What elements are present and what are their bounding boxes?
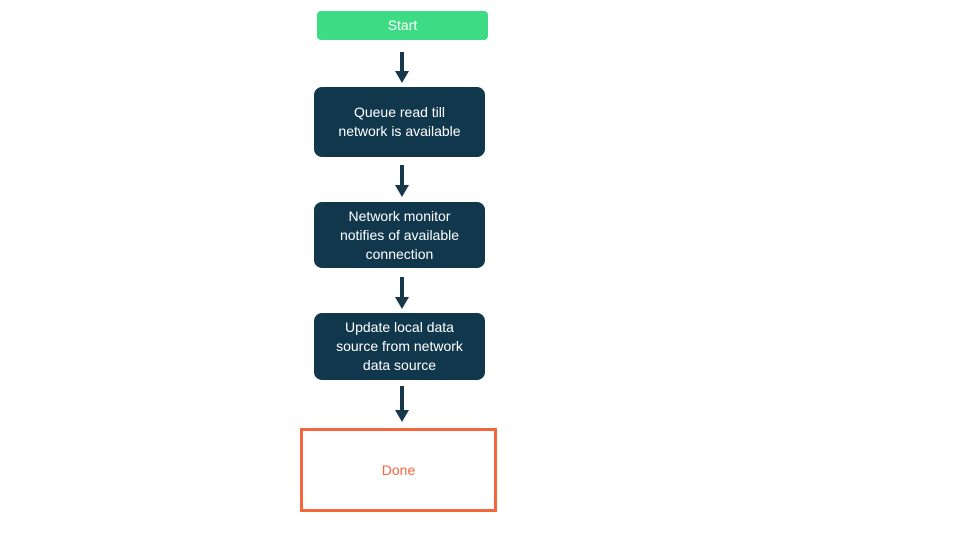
flow-node-done: Done [300, 428, 497, 512]
flow-node-queue-read-label: Queue read till network is available [338, 104, 461, 139]
arrow-head-icon [395, 297, 409, 309]
arrow-head-icon [395, 185, 409, 197]
flow-node-update-local: Update local data source from network da… [314, 313, 485, 380]
arrow-shaft [400, 386, 404, 410]
flow-node-start: Start [317, 11, 488, 40]
arrow-head-icon [395, 410, 409, 422]
down-arrow-connector-4 [395, 386, 409, 422]
flow-node-done-label: Done [381, 461, 416, 478]
down-arrow-connector-1 [395, 52, 409, 83]
arrow-shaft [400, 277, 404, 297]
flow-node-update-local-label: Update local data source from network da… [336, 319, 463, 373]
down-arrow-connector-2 [395, 165, 409, 197]
flow-node-network-monitor: Network monitor notifies of available co… [314, 202, 485, 268]
down-arrow-connector-3 [395, 277, 409, 309]
flow-node-queue-read: Queue read till network is available [314, 87, 485, 157]
arrow-shaft [400, 52, 404, 71]
arrow-head-icon [395, 71, 409, 83]
flow-node-start-label: Start [387, 17, 418, 33]
arrow-shaft [400, 165, 404, 185]
flow-node-network-monitor-label: Network monitor notifies of available co… [339, 207, 460, 262]
